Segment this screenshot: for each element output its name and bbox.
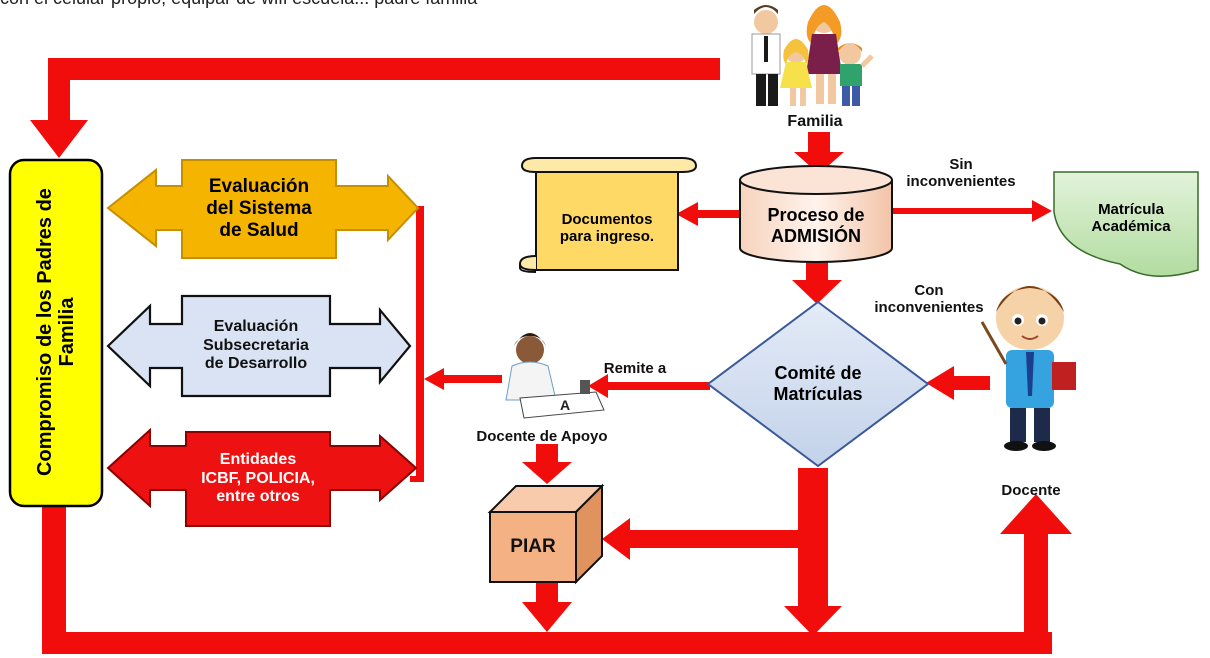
arrow-to-piar-head — [602, 518, 630, 560]
comite-label: Comité de Matrículas — [773, 363, 863, 404]
arrow-bottom-bar — [42, 632, 1052, 654]
arrow-remite-head — [588, 374, 608, 398]
remite-a-label: Remite a — [603, 360, 667, 377]
piar-label: PIAR — [510, 536, 556, 558]
compromiso-label: Compromiso de los Padres de Familia — [34, 188, 78, 476]
matricula-label: Matrícula Académica — [1091, 200, 1171, 235]
admision-label: Proceso de ADMISIÓN — [767, 205, 865, 246]
arrow-eval-vertical — [416, 206, 424, 482]
arrow-apoyo-shaft — [536, 444, 558, 466]
arrow-apoyo-left-shaft — [440, 375, 502, 383]
arrow-to-piar-shaft — [626, 530, 800, 548]
arrow-docente-head — [1000, 494, 1072, 534]
connector-arrows — [30, 58, 1072, 654]
arrow-docente-comite-shaft — [950, 376, 990, 390]
piar-box — [487, 483, 605, 585]
arrow-piar-shaft — [536, 582, 558, 606]
arrow-docente-shaft — [1024, 530, 1048, 640]
familia-label: Familia — [787, 113, 843, 130]
eval-salud-label: Evaluación del Sistema de Salud — [206, 176, 312, 241]
intro-text: con el celular propio, equipar de wifi e… — [0, 0, 477, 9]
arrow-comite-shaft — [798, 468, 828, 610]
entidades-label: Entidades ICBF, POLICIA, entre otros — [201, 451, 315, 506]
eval-subsec-shape — [106, 294, 412, 398]
arrow-matricula-shaft — [892, 208, 1034, 214]
sin-inconvenientes-label: Sin inconvenientes — [906, 156, 1016, 191]
admision-cylinder — [739, 165, 893, 263]
arrow-apoyo-head — [522, 462, 572, 484]
arrow-compromiso-down — [42, 505, 66, 645]
compromiso-box — [8, 158, 104, 508]
arrow-familia-head — [794, 152, 844, 174]
eval-salud-shape — [106, 159, 420, 259]
arrow-admision-shaft — [806, 262, 828, 282]
arrow-top-bar — [48, 58, 720, 80]
arrow-comite-head — [784, 606, 842, 636]
entidades-shape — [106, 427, 418, 527]
arrow-apoyo-left-head — [424, 368, 444, 390]
arrow-admision-head — [792, 280, 842, 304]
arrow-top-left-head — [30, 120, 88, 158]
arrow-matricula-head — [1032, 200, 1052, 222]
matricula-shape — [1053, 171, 1199, 277]
arrow-top-left-shaft — [48, 58, 70, 138]
eval-subsec-label: Evaluación Subsecretaria de Desarrollo — [203, 318, 309, 373]
arrow-eval-bottom-stub — [410, 476, 424, 482]
arrow-remite-shaft — [606, 382, 710, 390]
docente-apoyo-label: Docente de Apoyo — [476, 428, 608, 445]
arrow-documentos-head — [676, 202, 698, 226]
docente-apoyo-illustration: A — [505, 333, 605, 419]
docente-illustration — [980, 286, 1076, 451]
documentos-scroll — [518, 157, 698, 273]
docente-label: Docente — [1001, 482, 1061, 499]
arrow-familia-shaft — [808, 132, 830, 154]
comite-diamond — [706, 300, 930, 468]
con-inconvenientes-label: Con inconvenientes — [874, 282, 984, 317]
arrow-documentos-shaft — [696, 210, 740, 218]
arrow-docente-comite-head — [926, 366, 954, 400]
svg-text:A: A — [560, 397, 570, 413]
documentos-label: Documentos para ingreso. — [559, 210, 655, 245]
family-illustration — [751, 5, 874, 106]
arrow-piar-head — [522, 602, 572, 632]
